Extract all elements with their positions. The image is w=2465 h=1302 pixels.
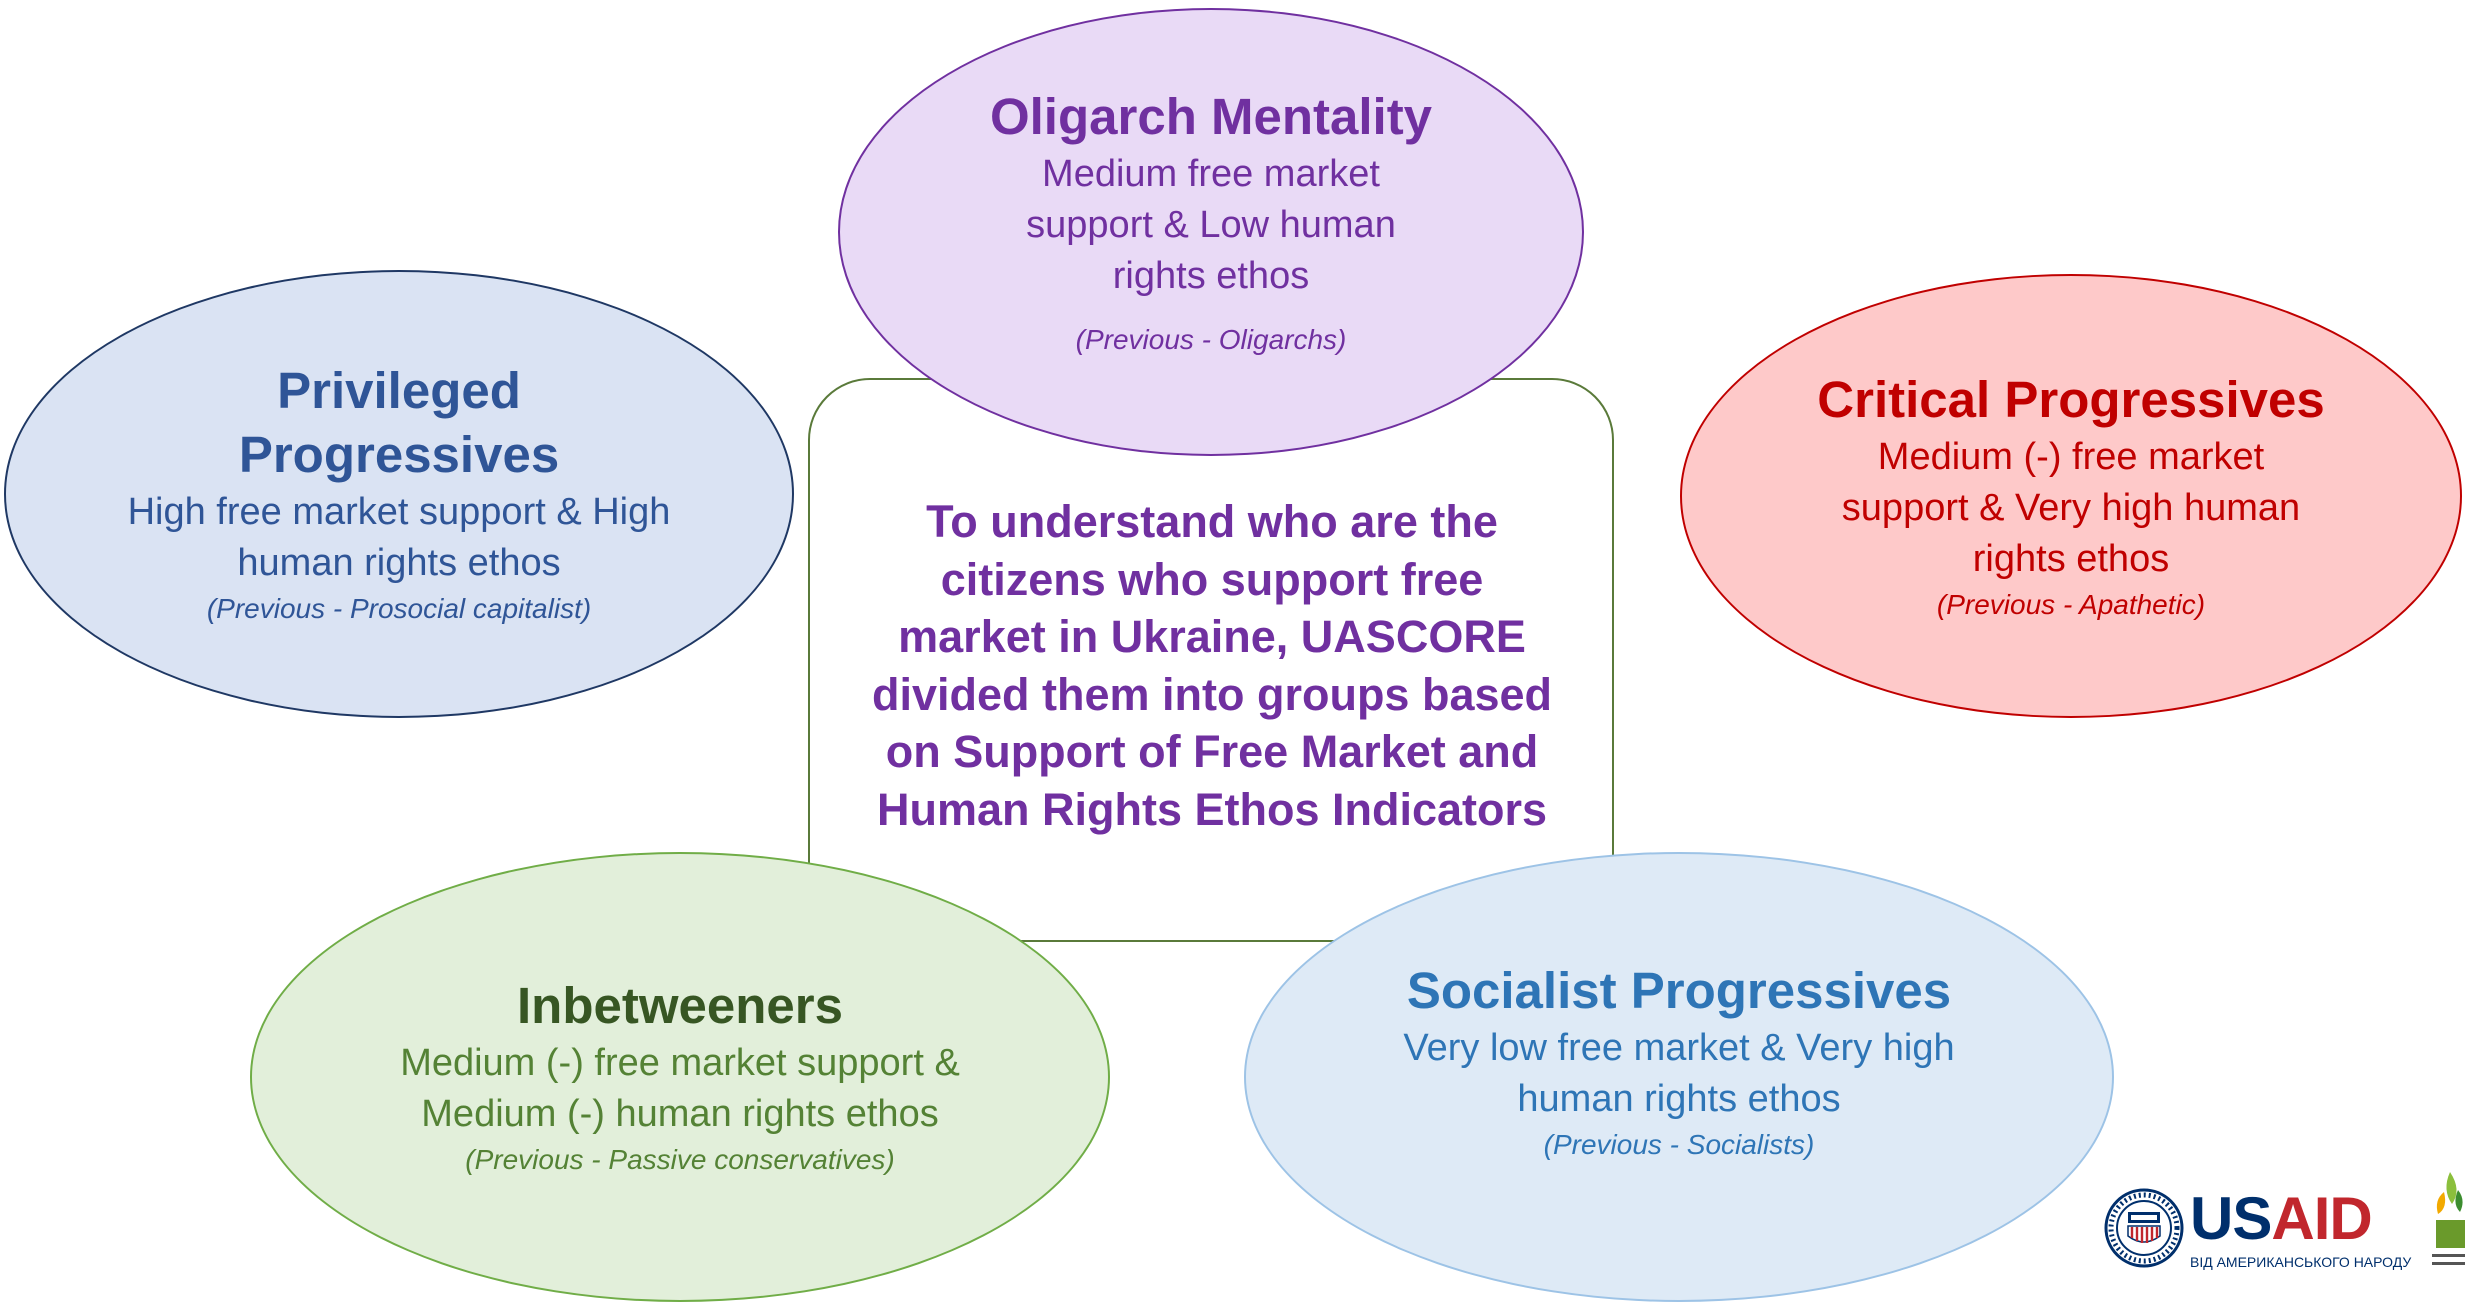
group-previous-name: (Previous - Prosocial capitalist) bbox=[206, 593, 592, 624]
partner-logo bbox=[2430, 1162, 2465, 1282]
center-text: To understand who are the citizens who s… bbox=[830, 493, 1594, 838]
usaid-seal-icon bbox=[2104, 1188, 2184, 1268]
center-box bbox=[808, 378, 1614, 942]
privileged-progressives-oval: Privileged Progressives High free market… bbox=[4, 270, 794, 718]
group-previous-name: (Previous - Oligarchs) bbox=[1075, 323, 1347, 355]
center-line: divided them into groups based bbox=[871, 668, 1553, 720]
center-line: market in Ukraine, UASCORE bbox=[898, 611, 1526, 662]
usaid-logo: USAID ВІД АМЕРИКАНСЬКОГО НАРОДУ bbox=[2104, 1185, 2411, 1272]
group-description: Very low free market & Very high human r… bbox=[1403, 1027, 1955, 1120]
group-description: Medium free market support & Low human r… bbox=[1026, 152, 1396, 297]
usaid-wordmark: USAID bbox=[2190, 1185, 2373, 1252]
group-description: Medium (-) free market support & Very hi… bbox=[1841, 435, 2301, 580]
group-title: Socialist Progressives bbox=[1406, 962, 1952, 1019]
center-line: Human Rights Ethos Indicators bbox=[876, 783, 1548, 835]
center-line: citizens who support free bbox=[940, 553, 1484, 605]
partner-leaf-icon bbox=[2432, 1172, 2465, 1265]
group-previous-name: (Previous - Passive conservatives) bbox=[465, 1144, 895, 1175]
critical-progressives-oval: Critical Progressives Medium (-) free ma… bbox=[1680, 274, 2462, 718]
oligarch-mentality-oval: Oligarch Mentality Medium free market su… bbox=[838, 8, 1584, 456]
group-title: Oligarch Mentality bbox=[989, 87, 1433, 145]
group-description: Medium (-) free market support & Medium … bbox=[400, 1042, 960, 1135]
center-line: on Support of Free Market and bbox=[885, 726, 1539, 777]
group-previous-name: (Previous - Apathetic) bbox=[1936, 588, 2206, 620]
group-title: Privileged Progressives bbox=[238, 362, 560, 483]
inbetweeners-oval: Inbetweeners Medium (-) free market supp… bbox=[250, 852, 1110, 1302]
usaid-tagline: ВІД АМЕРИКАНСЬКОГО НАРОДУ bbox=[2190, 1254, 2412, 1270]
group-description: High free market support & High human ri… bbox=[127, 491, 671, 584]
group-title: Inbetweeners bbox=[517, 977, 843, 1034]
group-previous-name: (Previous - Socialists) bbox=[1543, 1129, 1815, 1160]
group-title: Critical Progressives bbox=[1817, 370, 2325, 428]
center-line: To understand who are the bbox=[926, 496, 1498, 547]
socialist-progressives-oval: Socialist Progressives Very low free mar… bbox=[1244, 852, 2114, 1302]
